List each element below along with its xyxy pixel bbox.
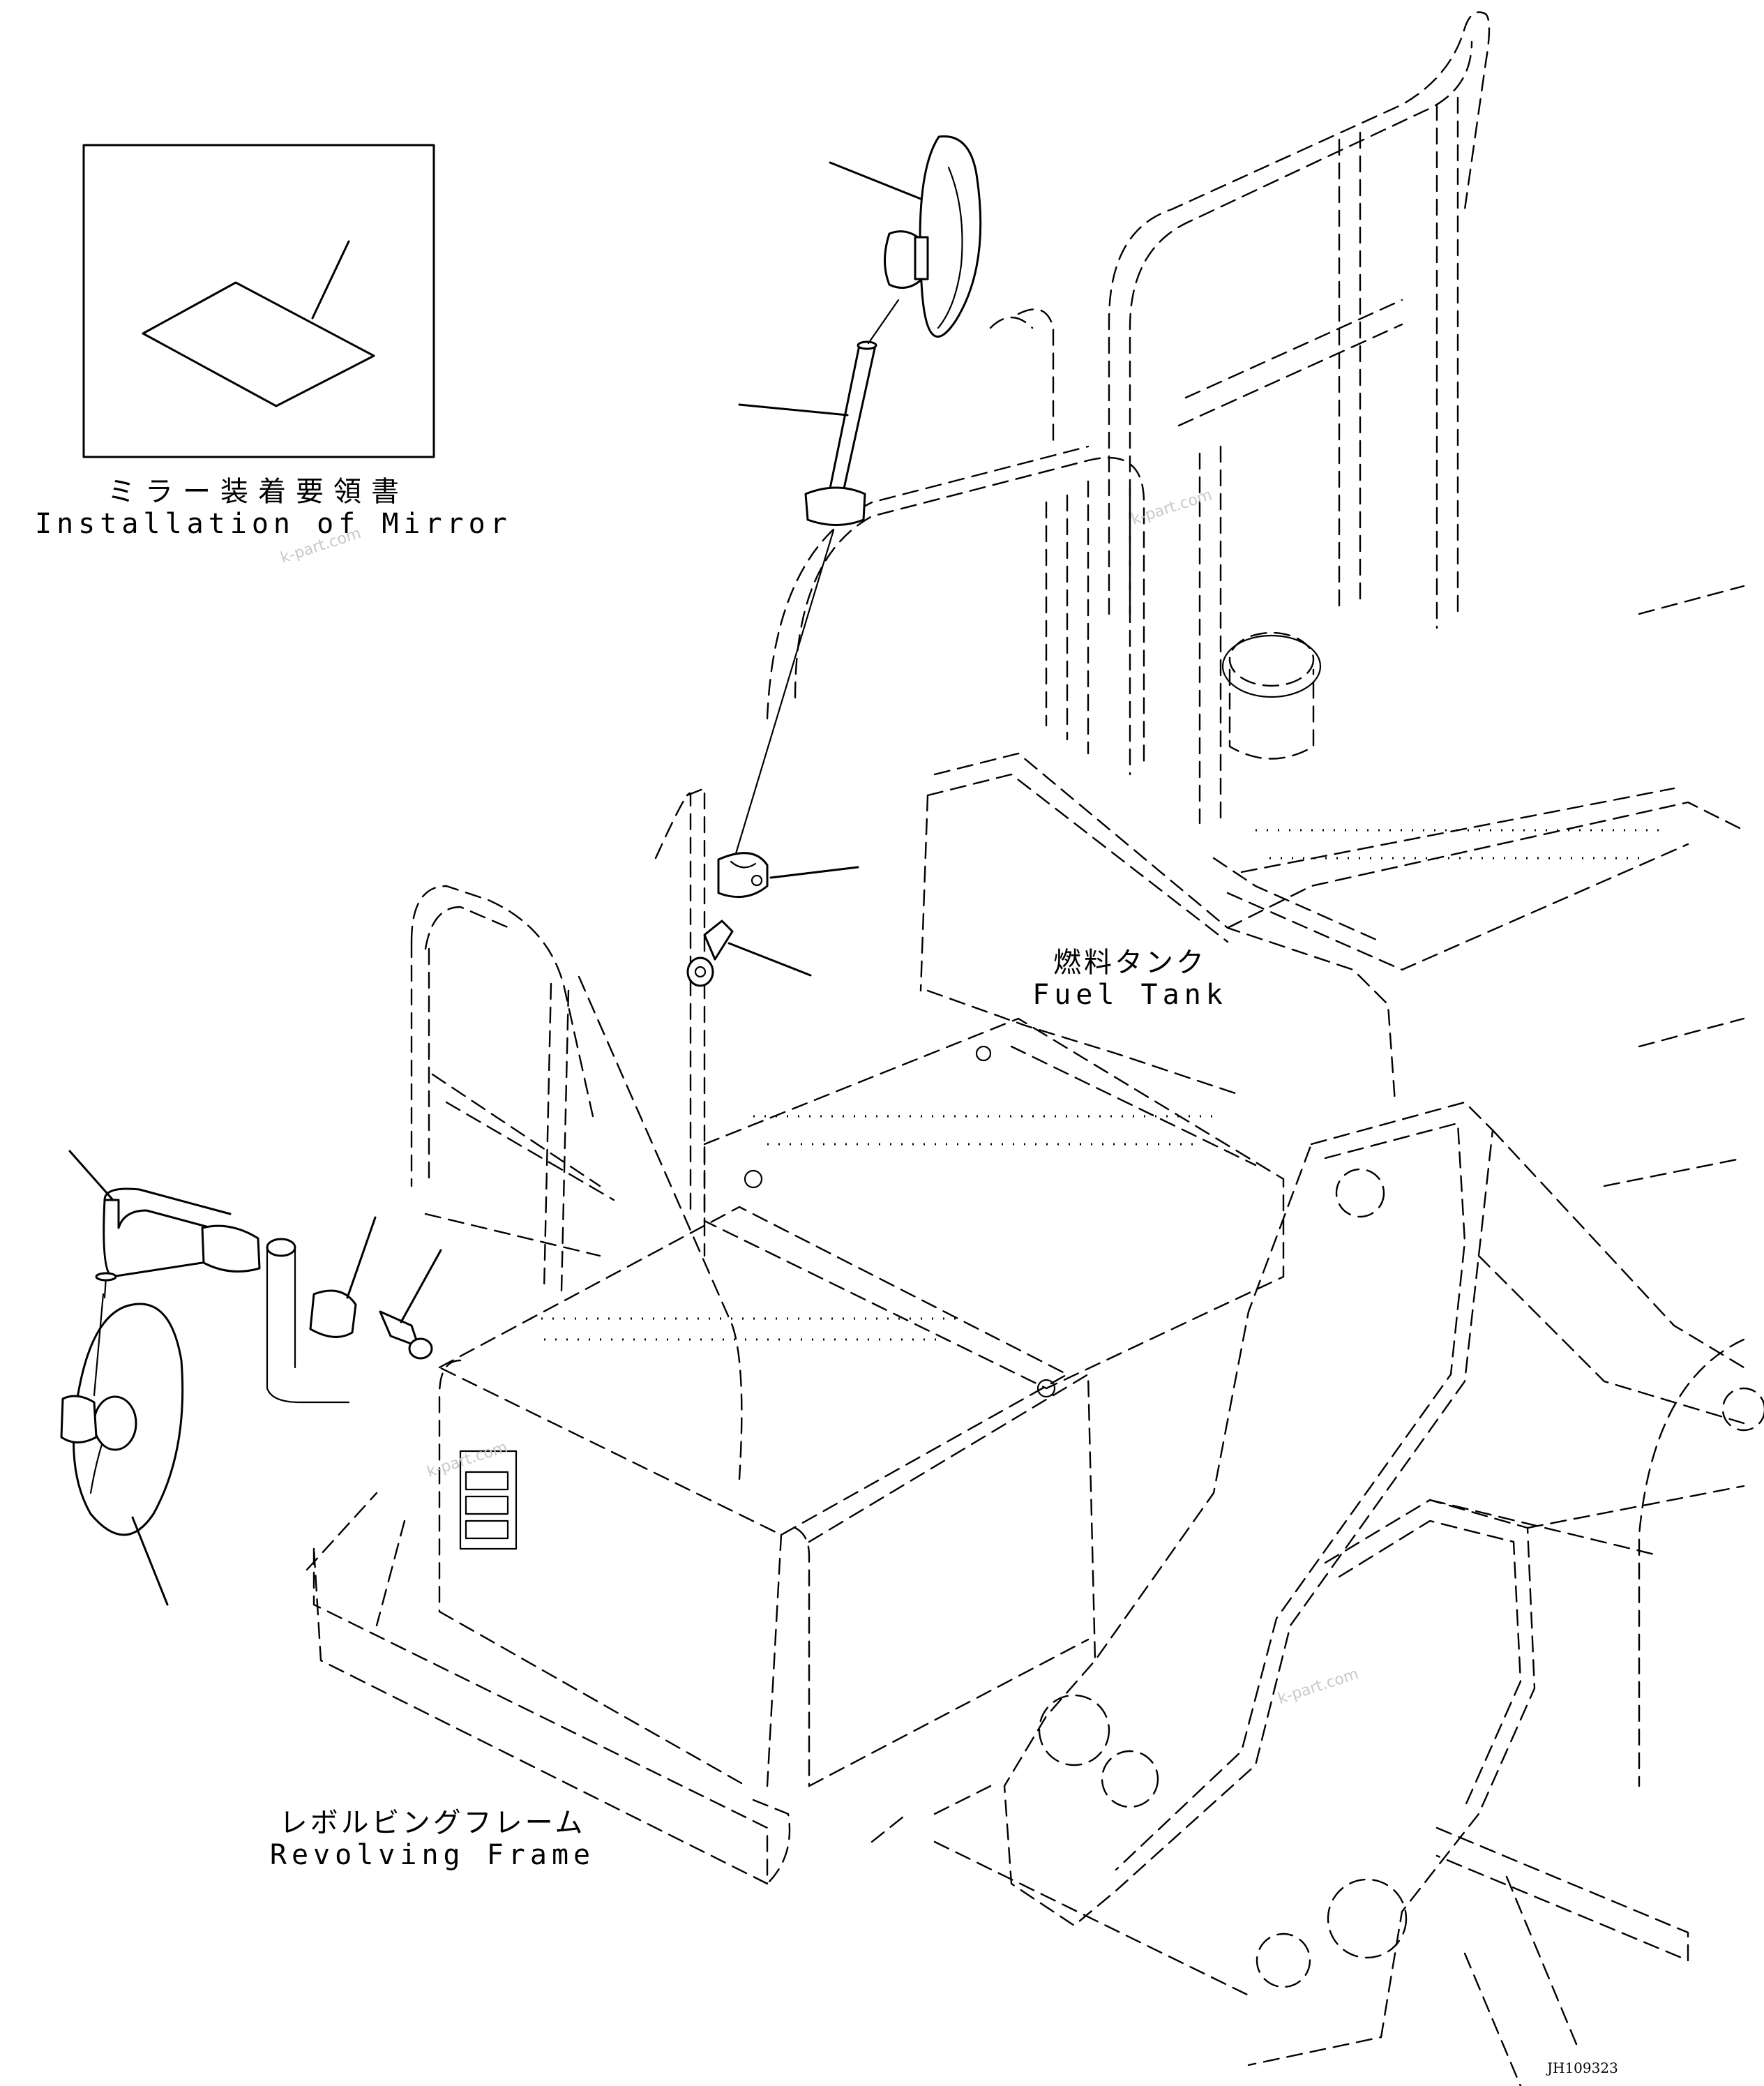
machine-outline: [306, 11, 1764, 2086]
document-id: JH109323: [1547, 2059, 1618, 2076]
revolving-frame-label: レボルビングフレーム Revolving Frame: [265, 1807, 600, 1871]
fuel-tank-label-jp: 燃料タンク: [1053, 947, 1207, 979]
installation-label-en: Installation of Mirror: [35, 508, 512, 540]
left-mirror-assembly: [60, 1150, 518, 1606]
right-mirror-assembly: [686, 135, 982, 987]
fuel-tank-label: 燃料タンク Fuel Tank: [1011, 947, 1249, 1011]
installation-manual-inset: [82, 144, 435, 458]
installation-label: ミラー装着要領書 Installation of Mirror: [35, 476, 512, 540]
revolving-frame-label-jp: レボルビングフレーム: [279, 1807, 586, 1839]
fuel-tank-label-en: Fuel Tank: [1032, 979, 1228, 1011]
installation-label-jp: ミラー装着要領書: [107, 476, 409, 508]
revolving-frame-label-en: Revolving Frame: [269, 1839, 596, 1871]
